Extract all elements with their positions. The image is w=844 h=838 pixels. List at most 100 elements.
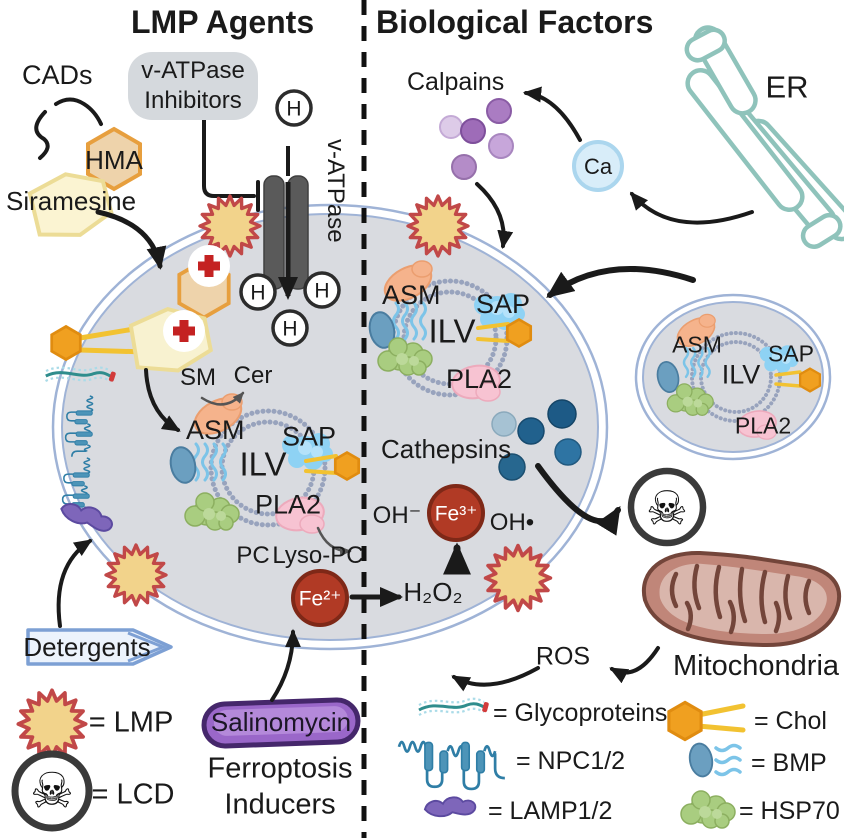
legend-lmp-label: = LMP	[88, 706, 174, 739]
legend-lmp-star-icon	[16, 688, 88, 760]
arrow-ca-to-calpains	[522, 86, 582, 142]
inhibition-line	[202, 116, 260, 212]
proton-label: H	[314, 279, 330, 303]
arrow-er-to-ca	[629, 191, 754, 225]
salinomycin-pill	[201, 697, 361, 749]
lmp-star-icon	[104, 543, 168, 607]
legend-chol-label: = Chol	[754, 707, 827, 735]
sap-left-label: SAP	[281, 421, 337, 452]
arrow-hexagon-to-asm	[144, 368, 181, 432]
arrow-minilysosome-to-ilv	[546, 265, 696, 298]
calpains-label: Calpains	[407, 68, 505, 96]
sap-mini-label: SAP	[767, 340, 815, 367]
proton-label: H	[250, 281, 266, 305]
arrow-siramesine-entry	[95, 209, 167, 270]
detergents-banner	[26, 628, 173, 666]
asm-right-label: ASM	[382, 280, 441, 310]
proton-label: H	[282, 317, 298, 341]
pc-label: PC	[236, 542, 270, 569]
proton-circles	[239, 89, 341, 347]
legend-bmp-label: = BMP	[751, 749, 827, 777]
calpain-cluster	[439, 98, 514, 180]
arrow-salinomycin-to-fe2	[270, 628, 301, 702]
pla2-mini-label: PLA2	[734, 412, 792, 439]
proton-label: H	[286, 97, 302, 121]
sm-label: SM	[180, 364, 216, 391]
legend-lcd-label: = LCD	[91, 778, 175, 811]
legend-hsp70-icon	[680, 790, 736, 829]
lmp-star-icon	[406, 194, 470, 258]
legend-bmp-icon	[686, 740, 742, 780]
arrow-calpains-to-lysosome	[475, 182, 514, 250]
fe3-label: Fe³⁺	[434, 502, 478, 526]
legend-lcd-icon-ring	[11, 750, 93, 832]
lmp-star-icon	[483, 543, 553, 613]
fe2-ion	[291, 569, 349, 627]
legend-npc-icon	[397, 740, 507, 791]
legend-lamp-icon	[423, 796, 477, 818]
oh-minus-label: OH⁻	[372, 502, 422, 529]
legend-npc-label: = NPC1/2	[516, 747, 626, 775]
mitochondria-organelle	[641, 550, 842, 648]
asm-left-label: ASM	[186, 415, 245, 445]
ferroptosis-line1: Ferroptosis	[207, 752, 353, 785]
arrow-pla2-to-lysopc	[316, 526, 352, 557]
pla2-right-label: PLA2	[446, 364, 513, 394]
ca-ion	[572, 140, 624, 192]
legend-lcd-skull-icon: ☠	[30, 764, 74, 819]
arrow-mito-to-ros	[609, 646, 660, 684]
v-atpase-inhibitors-pill	[128, 52, 258, 120]
arrow-sm-to-cer	[200, 391, 245, 406]
plus-charge-icon	[188, 245, 230, 287]
ilv-mini-label: ILV	[721, 359, 761, 390]
ilv-right	[365, 257, 533, 403]
cathepsin-cluster	[491, 399, 582, 481]
pla2-left-label: PLA2	[254, 489, 322, 520]
er-organelle	[684, 25, 844, 249]
vatpase-inhibitors-line1: v-ATPase	[141, 57, 245, 84]
lcd-skull-icon: ☠	[645, 481, 689, 535]
legend-hsp70-label: = HSP70	[739, 797, 840, 825]
title-left: LMP Agents	[131, 4, 315, 40]
lcd-icon-ring	[627, 467, 707, 547]
plus-charge-icon	[163, 310, 205, 352]
legend-glycoprotein-icon	[417, 697, 491, 717]
oh-radical-label: OH•	[489, 509, 535, 536]
cathepsins-label: Cathepsins	[381, 434, 512, 464]
siramesine-hexagon	[27, 172, 114, 237]
cer-label: Cer	[233, 362, 273, 389]
ilv-left-label: ILV	[239, 445, 287, 483]
ilv-right-label: ILV	[428, 312, 476, 350]
legend-chol-icon	[667, 700, 746, 742]
hma-label: HMA	[85, 145, 143, 175]
mitochondria-label: Mitochondria	[673, 650, 840, 682]
siramesine-label: Siramesine	[6, 186, 137, 216]
legend-lamp-label: = LAMP1/2	[488, 797, 613, 825]
arrow-detergents-to-membrane	[56, 539, 93, 628]
arrow-ros-to-membrane	[451, 666, 540, 692]
ca-label: Ca	[583, 154, 613, 179]
fe3-ion	[427, 484, 485, 542]
vatpase-pump-label: v-ATPase	[322, 139, 349, 243]
vatpase-inhibitors-line2: Inhibitors	[144, 87, 242, 114]
arrow-cathepsins-to-lcd	[535, 463, 621, 536]
ilv-left	[166, 390, 361, 535]
er-label: ER	[765, 69, 809, 105]
v-atpase-channel	[263, 146, 309, 301]
lysopc-label: Lyso-PC	[272, 542, 364, 569]
salinomycin-label: Salinomycin	[210, 707, 352, 737]
legend-glycoproteins-label: = Glycoproteins	[493, 699, 668, 727]
sap-right-label: SAP	[476, 289, 531, 319]
ferroptosis-line2: Inducers	[224, 788, 336, 821]
detergents-label: Detergents	[23, 632, 151, 662]
title-right: Biological Factors	[376, 4, 654, 40]
cads-label: CADs	[22, 60, 93, 90]
arrows	[56, 86, 754, 702]
asm-mini-label: ASM	[672, 331, 722, 358]
ros-label: ROS	[535, 642, 591, 671]
h2o2-label: H₂O₂	[403, 577, 463, 607]
mini-lysosome	[634, 293, 832, 461]
fe2-label: Fe²⁺	[298, 587, 342, 611]
